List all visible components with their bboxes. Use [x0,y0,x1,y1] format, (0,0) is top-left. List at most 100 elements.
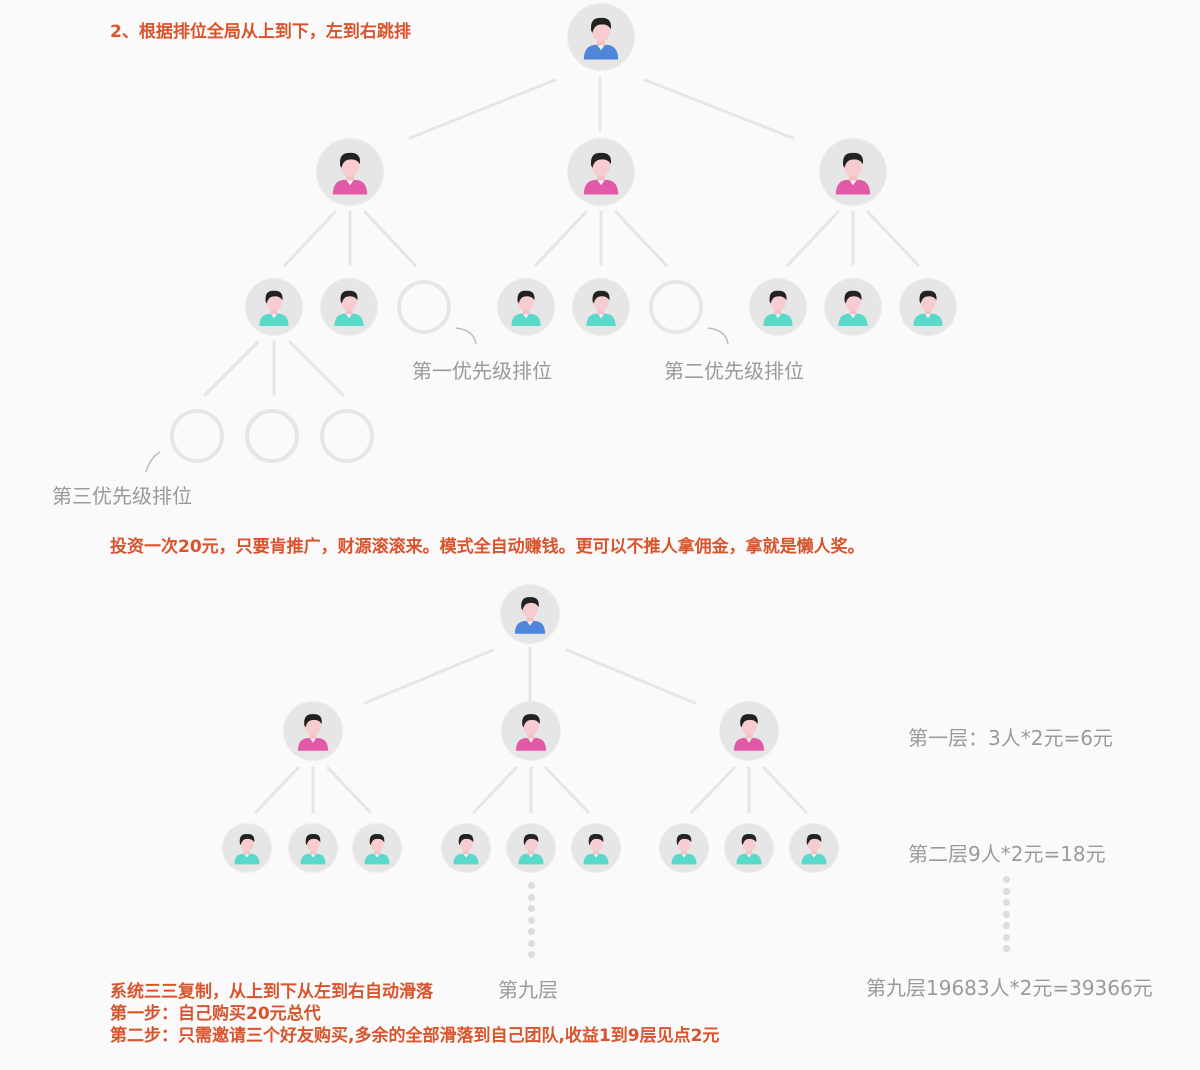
level2-member-avatar [825,279,881,335]
level2-member-avatar [246,279,302,335]
person-icon [332,152,368,195]
connector-line [254,766,300,814]
level1-member-avatar [720,702,778,760]
empty-slot [320,409,374,463]
connector-line [762,766,808,814]
person-icon [763,290,793,327]
level2-member-avatar [900,279,956,335]
level2-member-avatar [223,824,271,872]
person-icon [334,290,364,327]
connector-line [363,648,495,705]
person-icon [583,834,609,865]
connector-line [203,340,260,397]
notes-line-3: 第二步：只需邀请三个好友购买,多余的全部滑落到自己团队,收益1到9层见点2元 [110,1026,720,1046]
person-icon [297,714,329,751]
person-icon [736,834,762,865]
ellipsis-dot [1002,910,1010,918]
connector-line [786,210,840,267]
empty-slot-first-priority [397,280,451,334]
level2-member-avatar [725,824,773,872]
connector-line [472,766,518,814]
level2-member-avatar [790,824,838,872]
ellipsis-dot [1002,922,1010,929]
connector-line [363,210,417,267]
ellipsis-dot [1002,876,1010,883]
ellipsis-dot [527,893,535,901]
connector-line [408,78,557,140]
person-icon [300,834,326,865]
person-icon [364,834,390,865]
level1-member-avatar [568,139,634,205]
level9-column-label: 第九层 [498,978,558,1002]
person-icon [835,152,871,195]
level2-member-avatar [442,824,490,872]
level2-member-avatar [572,824,620,872]
level1-member-avatar [502,702,560,760]
person-icon [838,290,868,327]
connector-line [690,766,736,814]
connector-line [534,210,588,267]
notes-line-1: 系统三三复制，从上到下从左到右自动滑落 [110,982,433,1002]
second-priority-callout [707,327,729,345]
ellipsis-dot [1002,933,1010,941]
connector-line [326,766,372,814]
ellipsis-dot [1002,945,1010,952]
ellipsis-dot [527,951,535,958]
person-icon [801,834,827,865]
level2-member-avatar [507,824,555,872]
ellipsis-dot [1002,887,1010,895]
person-icon [234,834,260,865]
level2-member-avatar [573,279,629,335]
level2-member-avatar [750,279,806,335]
person-icon [511,290,541,327]
second-priority-label: 第二优先级排位 [664,359,804,383]
empty-slot [245,409,299,463]
connector-line [866,210,920,267]
connector-line [283,210,337,267]
level1-member-avatar [284,702,342,760]
person-icon [515,714,547,751]
ellipsis-dot [527,939,535,947]
connector-line [614,210,668,267]
person-icon [583,152,619,195]
person-icon [259,290,289,327]
connector-line [643,78,795,140]
person-icon [913,290,943,327]
connector-line [288,340,345,397]
level2-member-avatar [289,824,337,872]
ellipsis-dot [1002,899,1010,906]
third-priority-label: 第三优先级排位 [52,484,192,508]
person-icon [583,17,619,60]
level1-member-avatar [317,139,383,205]
level9-income-label: 第九层19683人*2元=39366元 [866,976,1153,1000]
root-member-avatar [501,585,559,643]
person-icon [518,834,544,865]
diagram-title: 2、根据排位全局从上到下，左到右跳排 [110,22,411,42]
person-icon [586,290,616,327]
connector-line [565,648,697,705]
empty-slot-second-priority [649,280,703,334]
first-priority-callout [455,327,477,345]
level1-member-avatar [820,139,886,205]
connector-line [544,766,590,814]
level2-member-avatar [321,279,377,335]
empty-slot-third-priority [170,409,224,463]
level2-member-avatar [660,824,708,872]
slogan-text: 投资一次20元，只要肯推广，财源滚滚来。模式全自动赚钱。更可以不推人拿佣金，拿就… [110,537,865,557]
level2-member-avatar [353,824,401,872]
person-icon [733,714,765,751]
notes-line-2: 第一步：自己购买20元总代 [110,1004,321,1024]
root-member-avatar [568,4,634,70]
person-icon [671,834,697,865]
person-icon [453,834,479,865]
person-icon [514,597,546,634]
ellipsis-dot [527,916,535,924]
ellipsis-dot [527,928,535,935]
level2-income-label: 第二层9人*2元=18元 [908,842,1106,866]
ellipsis-dot [527,882,535,889]
level2-member-avatar [498,279,554,335]
first-priority-label: 第一优先级排位 [412,359,552,383]
level1-income-label: 第一层：3人*2元=6元 [908,726,1113,750]
ellipsis-dot [527,905,535,912]
